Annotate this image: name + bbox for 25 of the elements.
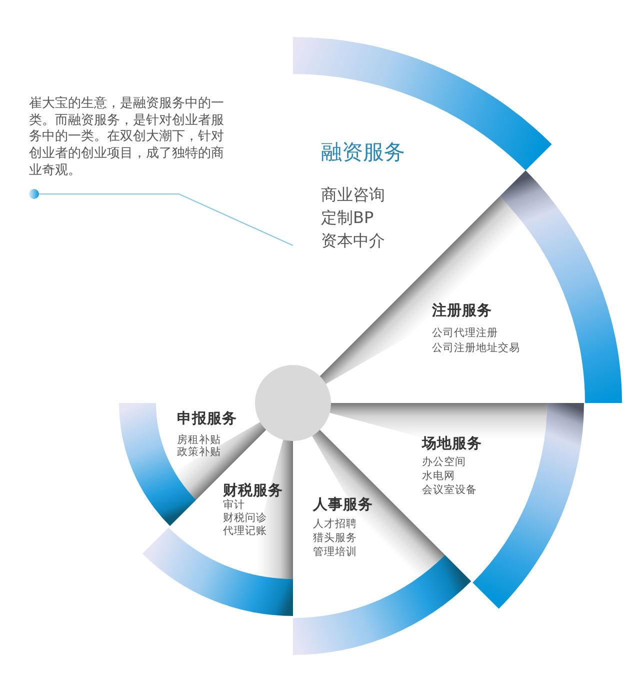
description-text: 崔大宝的生意，是融资服务中的一类。而融资服务，是针对创业者服务中的一类。在双创大潮下，针对创业者的创业项目，成了独特的商业奇观。 <box>29 96 230 194</box>
sector-title: 申报服务 <box>177 411 237 428</box>
service-item: 代理记账 <box>223 525 267 538</box>
service-item: 商业咨询 <box>321 184 385 206</box>
service-item: 管理培训 <box>313 545 357 559</box>
service-item: 猎头服务 <box>313 531 357 545</box>
sector-title: 注册服务 <box>432 303 492 320</box>
service-item: 资本中介 <box>321 230 385 252</box>
service-item: 定制BP <box>321 207 374 229</box>
service-item: 财税问诊 <box>223 512 267 525</box>
service-item: 审计 <box>223 499 245 512</box>
leader-line <box>29 189 294 246</box>
service-item: 办公空间 <box>422 455 466 469</box>
service-item: 房租补贴 <box>177 434 221 446</box>
service-item: 会议室设备 <box>422 483 477 497</box>
service-item: 政策补贴 <box>177 446 221 458</box>
sector-title: 人事服务 <box>313 497 373 514</box>
sector-title: 融资服务 <box>321 140 405 165</box>
hub-circle <box>255 365 331 441</box>
service-item: 人才招聘 <box>313 517 357 531</box>
service-item: 水电网 <box>422 469 455 483</box>
service-item: 公司代理注册 <box>432 326 498 341</box>
sector-title: 财税服务 <box>223 483 283 499</box>
service-item: 公司注册地址交易 <box>432 341 520 356</box>
sector-title: 场地服务 <box>422 436 482 453</box>
